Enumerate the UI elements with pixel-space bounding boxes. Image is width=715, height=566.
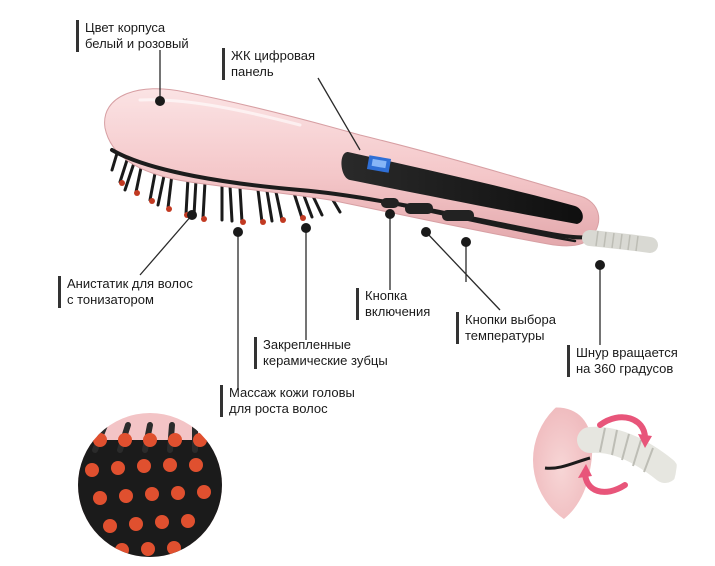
bristle-tips [119,180,306,225]
temp-up-button [442,210,474,221]
cord [582,230,658,253]
callout-dots [155,96,605,270]
lcd-panel [341,152,583,224]
temp-down-button [405,203,433,214]
label-temp-buttons: Кнопки выбора температуры [456,312,556,344]
label-cord: Шнур вращается на 360 градусов [567,345,678,377]
rotate-arrow-icon [638,434,652,448]
power-button [381,198,399,208]
bristles [110,148,342,224]
label-body-color: Цвет корпуса белый и розовый [76,20,189,52]
label-scalp-massage: Массаж кожи головы для роста волос [220,385,355,417]
label-antistatic: Анистатик для волос с тонизатором [58,276,193,308]
label-power-button: Кнопка включения [356,288,430,320]
label-lcd-panel: ЖК цифровая панель [222,48,315,80]
callout-lines [139,50,601,390]
cord-swivel-closeup [533,388,677,532]
rotate-arrow-icon-2 [578,464,592,478]
bristles-closeup [78,413,222,557]
label-ceramic-teeth: Закрепленные керамические зубцы [254,337,388,369]
control-buttons [381,198,474,221]
